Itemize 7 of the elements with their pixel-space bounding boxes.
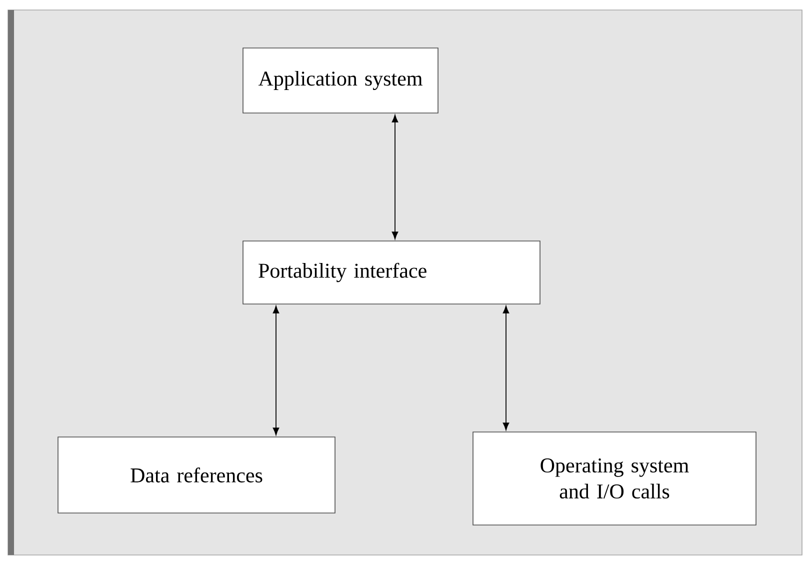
text-box: Portability interface bbox=[242, 240, 540, 304]
arrow bbox=[272, 306, 280, 436]
arrow bbox=[502, 306, 510, 430]
text-box: Operating system and I/O calls bbox=[472, 432, 756, 526]
arrow bbox=[392, 114, 398, 240]
text-box: Application system bbox=[242, 48, 438, 114]
text-box: Data references bbox=[58, 436, 336, 514]
